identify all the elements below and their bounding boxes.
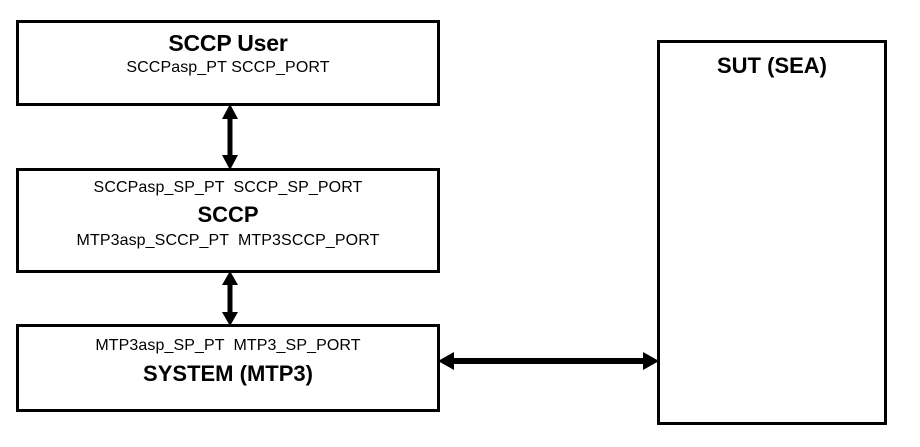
block-sut[interactable]: SUT (SEA): [657, 40, 887, 425]
double-arrow-vertical-icon-user-sccp: [222, 104, 238, 170]
block-system-mtp3[interactable]: MTP3asp_SP_PT MTP3_SP_PORT SYSTEM (MTP3): [16, 324, 440, 412]
double-arrow-vertical-icon-sccp-system: [222, 271, 238, 326]
block-sccp-user-port-line: SCCPasp_PT SCCP_PORT: [126, 59, 330, 76]
block-sccp-upper-port-line: SCCPasp_SP_PT SCCP_SP_PORT: [93, 179, 363, 196]
block-system-mtp3-port-line: MTP3asp_SP_PT MTP3_SP_PORT: [95, 337, 361, 354]
double-arrow-horizontal-icon-system-sut: [438, 352, 659, 370]
block-sccp-lower-port-line: MTP3asp_SCCP_PT MTP3SCCP_PORT: [76, 232, 380, 249]
block-sccp[interactable]: SCCPasp_SP_PT SCCP_SP_PORT SCCP MTP3asp_…: [16, 168, 440, 273]
block-sut-title: SUT (SEA): [717, 53, 827, 78]
block-sccp-user[interactable]: SCCP User SCCPasp_PT SCCP_PORT: [16, 20, 440, 106]
block-system-mtp3-title: SYSTEM (MTP3): [143, 361, 313, 386]
block-sccp-title: SCCP: [197, 202, 259, 227]
block-sccp-user-title: SCCP User: [168, 30, 288, 56]
